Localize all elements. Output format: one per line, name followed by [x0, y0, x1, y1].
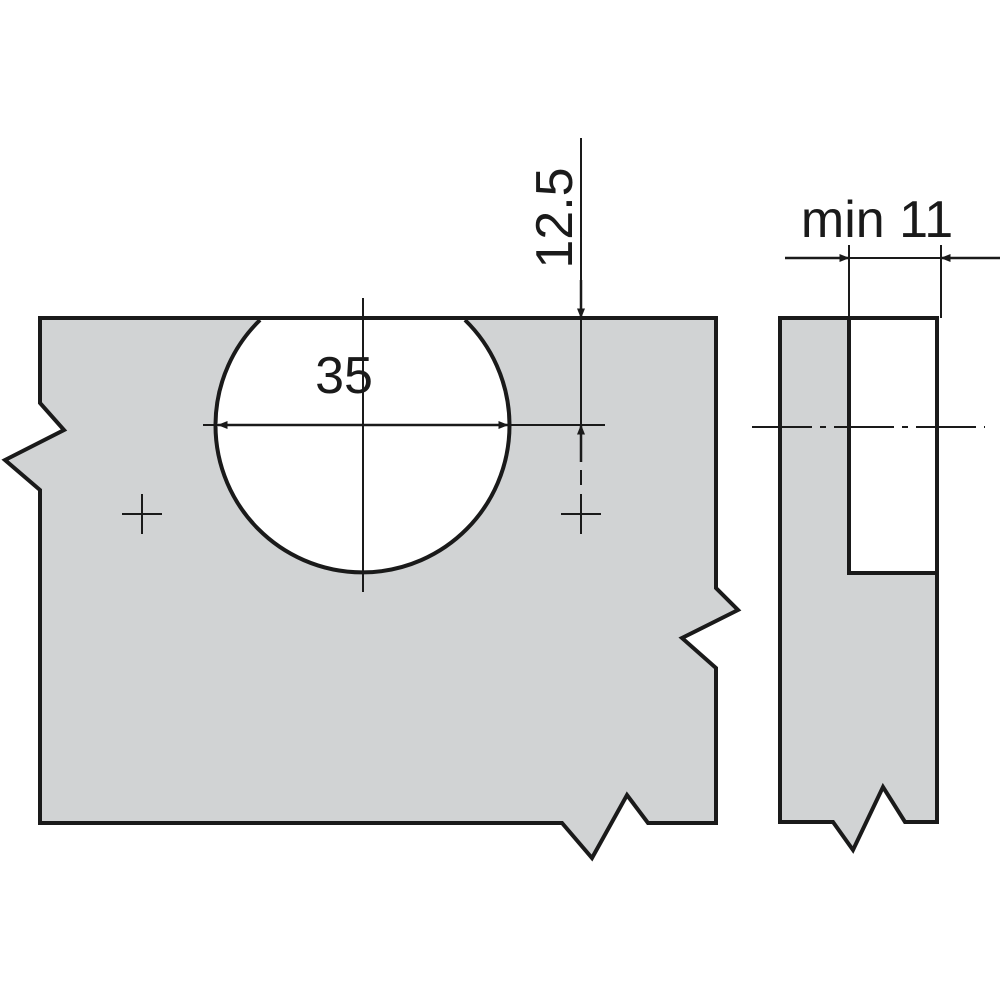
screw-hole-mark-right	[561, 494, 601, 534]
edge-distance-label: 12.5	[526, 167, 584, 268]
cup-recess-section	[847, 316, 939, 575]
door-panel-front	[1, 316, 742, 862]
side-view: min 11	[752, 191, 1000, 854]
bore-diameter-label: 35	[315, 347, 373, 405]
door-thickness-label: min 11	[801, 191, 953, 249]
front-view: 35 12.5	[1, 138, 742, 862]
screw-hole-mark-left	[122, 494, 162, 534]
